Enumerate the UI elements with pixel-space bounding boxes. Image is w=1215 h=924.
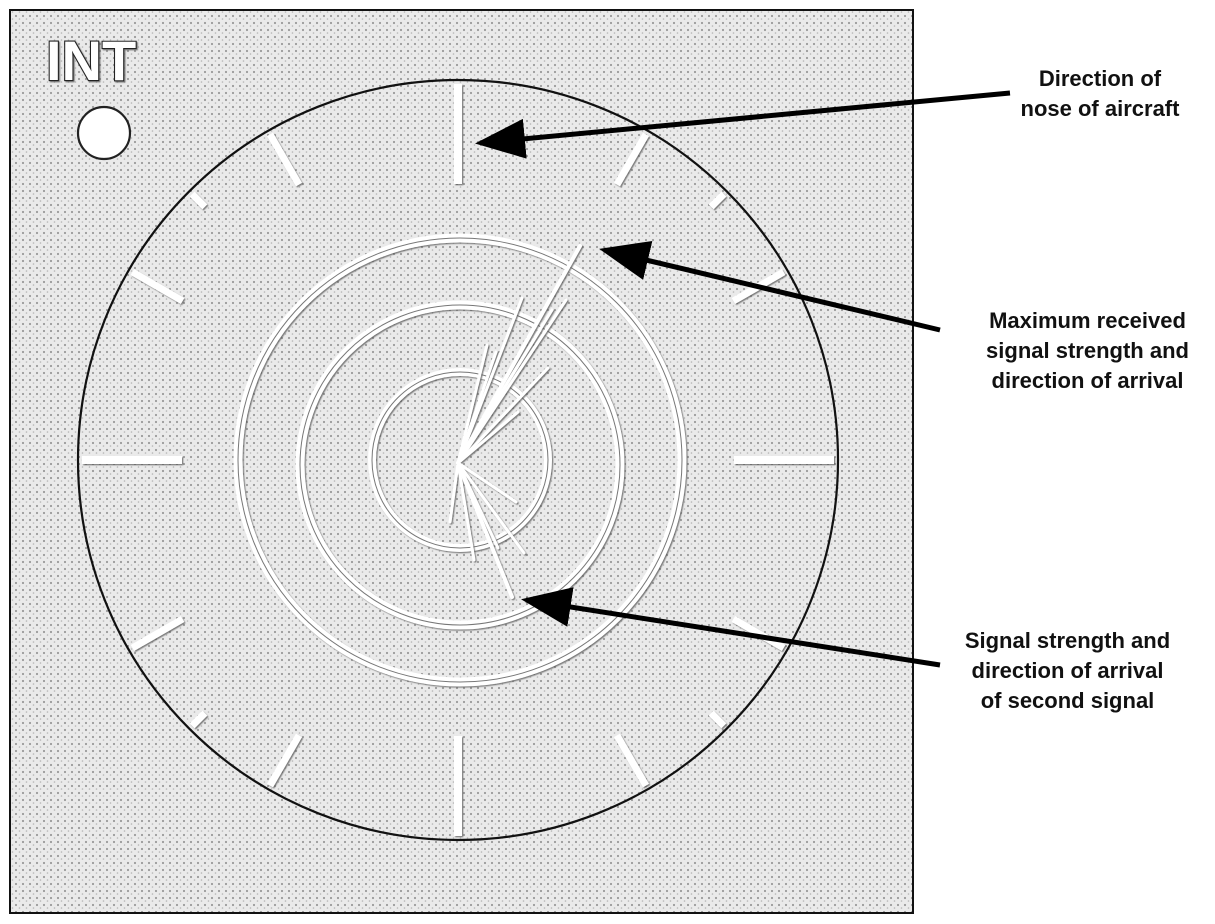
mode-label-int: INT [46, 29, 136, 92]
annotation-line: direction of arrival [971, 658, 1164, 683]
signal-strobes [448, 244, 582, 599]
annotation-max-signal: Maximum received signal strength and dir… [960, 306, 1215, 396]
strobe-second-signal [456, 461, 514, 599]
strobe [456, 410, 520, 465]
strobe [456, 343, 489, 465]
strobe [456, 366, 550, 465]
bearing-tick [189, 191, 208, 210]
bearing-tick [613, 733, 650, 788]
arrow-second-signal [521, 587, 941, 668]
range-rings [233, 233, 687, 687]
bearing-tick [708, 710, 727, 729]
status-lamp-icon [76, 105, 132, 161]
callout-arrows [475, 90, 1011, 668]
range-ring-middle-edge [299, 304, 621, 626]
annotation-line: Maximum received [989, 308, 1186, 333]
bearing-tick [130, 268, 185, 305]
annotation-line: nose of aircraft [1020, 96, 1180, 121]
annotation-line: Signal strength and [964, 628, 1171, 653]
annotation-line: signal strength and [986, 338, 1189, 363]
arrow-max-signal [599, 240, 941, 333]
bearing-tick [731, 615, 786, 652]
strobe [456, 328, 542, 465]
strobe [456, 461, 518, 504]
strobe [456, 461, 526, 555]
strobe [448, 461, 460, 524]
strobe [456, 461, 476, 562]
range-ring-inner-edge [371, 371, 549, 549]
bearing-tick [613, 132, 650, 187]
annotation-line: direction of arrival [991, 368, 1184, 393]
strobe [456, 350, 498, 465]
bearing-tick [266, 733, 303, 788]
annotation-nose-direction: Direction of nose of aircraft [1000, 64, 1200, 124]
bearing-tick [189, 710, 208, 729]
bearing-tick [708, 191, 727, 210]
strobe-max-signal [456, 244, 582, 465]
arrow-nose-direction [475, 90, 1011, 159]
annotation-line: of second signal [980, 688, 1155, 713]
bearing-tick [130, 615, 185, 652]
annotation-line: Direction of [1038, 66, 1162, 91]
scope-outer-ring [76, 78, 840, 842]
bearing-tick-marks [82, 84, 834, 836]
bearing-tick [266, 132, 303, 187]
annotation-second-signal: Signal strength and direction of arrival… [945, 626, 1190, 716]
range-ring-outer-edge [237, 237, 683, 683]
